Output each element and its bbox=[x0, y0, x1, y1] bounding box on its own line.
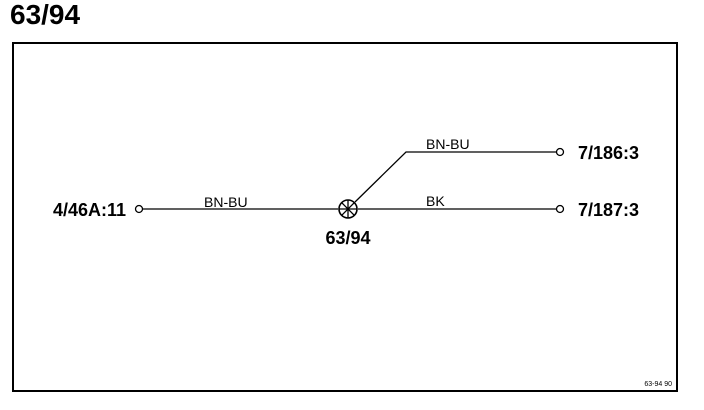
wire-label-upper-right: BN-BU bbox=[426, 136, 470, 152]
terminal-label-right-bottom: 7/187:3 bbox=[578, 200, 639, 220]
footer-code: 63-94 90 bbox=[644, 381, 672, 388]
terminal-label-left: 4/46A:11 bbox=[53, 200, 126, 220]
terminal-label-right-top: 7/186:3 bbox=[578, 143, 639, 163]
wire-upper-right bbox=[354, 151, 556, 203]
splice-junction-icon bbox=[338, 199, 358, 219]
terminal-right-top-connector-icon bbox=[555, 147, 565, 157]
page-title: 63/94 bbox=[10, 0, 81, 30]
diagram-frame bbox=[12, 42, 678, 392]
wire-label-lower-right: BK bbox=[426, 193, 445, 209]
splice-label: 63/94 bbox=[325, 228, 370, 248]
terminal-left-connector-icon bbox=[134, 204, 144, 214]
wire-label-left: BN-BU bbox=[204, 194, 248, 210]
terminal-right-bottom-connector-icon bbox=[555, 204, 565, 214]
